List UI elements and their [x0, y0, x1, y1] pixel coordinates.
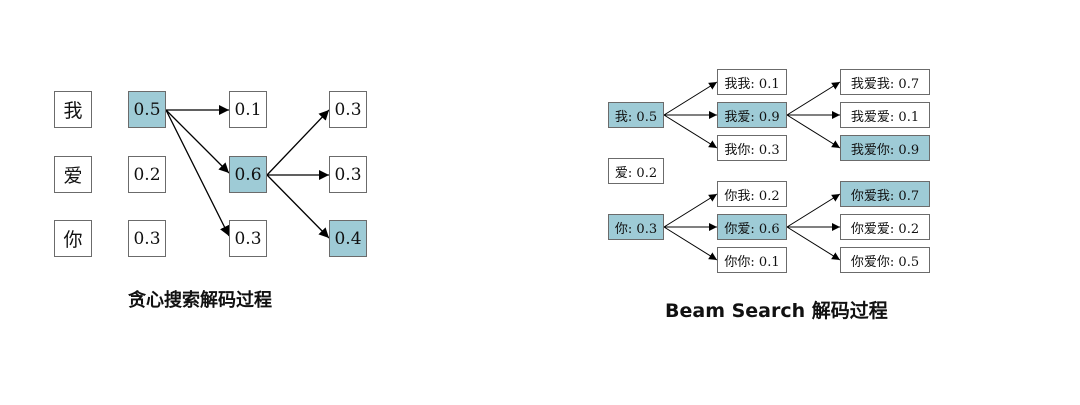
- greedy-edge-0.5-to-0.3: [165, 109, 230, 237]
- greedy-step3-prob-wo: 0.3: [329, 91, 367, 128]
- greedy-step2-prob-ni: 0.3: [229, 220, 267, 257]
- beam-step1-ai: 爱: 0.2: [608, 158, 664, 184]
- beam-edge-woai-to-woaini: [786, 114, 841, 149]
- beam-step2-woai: 我爱: 0.9: [717, 102, 787, 128]
- beam-edge-ni-to-niwo: [663, 193, 718, 228]
- greedy-step3-prob-ai: 0.3: [329, 156, 367, 193]
- beam-step1-ni: 你: 0.3: [608, 214, 664, 240]
- greedy-edge-0.5-to-0.6: [165, 109, 230, 174]
- greedy-edge-0.6-to-0.3a: [266, 109, 330, 176]
- beam-step2-niwo: 你我: 0.2: [717, 181, 787, 207]
- greedy-step2-prob-ai: 0.6: [229, 156, 267, 193]
- beam-step2-wowo: 我我: 0.1: [717, 69, 787, 95]
- beam-step2-woni: 我你: 0.3: [717, 135, 787, 161]
- beam-edge-woai-to-woaiwo: [786, 81, 841, 116]
- beam-step3-niaiwo: 你爱我: 0.7: [840, 181, 930, 207]
- greedy-token-wo: 我: [54, 91, 92, 128]
- beam-step3-woaiwo: 我爱我: 0.7: [840, 69, 930, 95]
- beam-step2-nini: 你你: 0.1: [717, 247, 787, 273]
- beam-edge-wo-to-wowo: [663, 81, 718, 116]
- beam-edge-niai-to-niaini: [786, 226, 841, 261]
- beam-caption: Beam Search 解码过程: [665, 300, 888, 322]
- beam-step1-wo: 我: 0.5: [608, 102, 664, 128]
- greedy-step3-prob-ni: 0.4: [329, 220, 367, 257]
- beam-step3-woaini: 我爱你: 0.9: [840, 135, 930, 161]
- beam-edge-wo-to-woni: [663, 114, 718, 149]
- beam-step3-niaini: 你爱你: 0.5: [840, 247, 930, 273]
- greedy-step1-prob-ni: 0.3: [128, 220, 166, 257]
- beam-step3-niaiai: 你爱爱: 0.2: [840, 214, 930, 240]
- greedy-step1-prob-ai: 0.2: [128, 156, 166, 193]
- greedy-edge-0.6-to-0.4: [266, 174, 330, 239]
- beam-edge-niai-to-niaiwo: [786, 193, 841, 228]
- beam-step2-niai: 你爱: 0.6: [717, 214, 787, 240]
- beam-edge-ni-to-nini: [663, 226, 718, 261]
- greedy-step2-prob-wo: 0.1: [229, 91, 267, 128]
- beam-step3-woaiai: 我爱爱: 0.1: [840, 102, 930, 128]
- greedy-step1-prob-wo: 0.5: [128, 91, 166, 128]
- greedy-caption: 贪心搜索解码过程: [128, 290, 272, 311]
- greedy-token-ni: 你: [54, 220, 92, 257]
- greedy-token-ai: 爱: [54, 156, 92, 193]
